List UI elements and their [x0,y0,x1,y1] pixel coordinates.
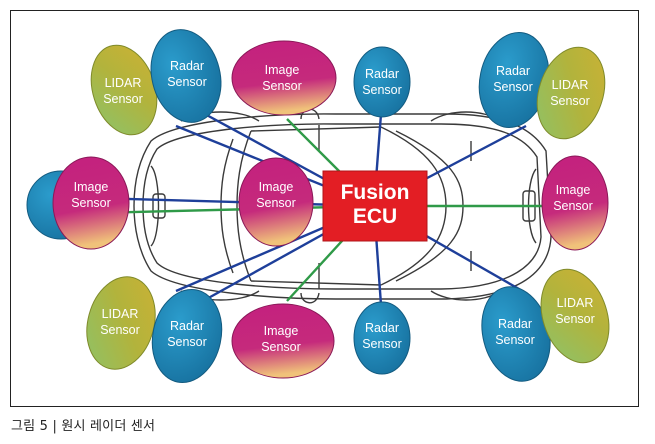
sensor-label-line1: LIDAR [552,78,589,92]
radar-sensor-top-center: Radar Sensor [353,46,411,118]
sensor-label-line2: Sensor [261,340,301,354]
sensor-label-line1: Image [556,183,591,197]
image-sensor-top: Image Sensor [231,40,337,116]
image-sensor-right: Image Sensor [541,155,609,251]
sensor-label-line1: LIDAR [557,296,594,310]
figure-caption: 그림 5 | 원시 레이더 센서 [11,419,156,434]
sensor-label-line1: Image [259,180,294,194]
sensor-label-line2: Sensor [555,312,595,326]
sensor-label-line2: Sensor [100,323,140,337]
sensor-label-line1: Image [265,63,300,77]
radar-sensor-bottom-center: Radar Sensor [353,301,411,375]
sensor-label-line2: Sensor [553,199,593,213]
sensor-label-line1: LIDAR [102,307,139,321]
lidar-sensor-bottom-left: LIDAR Sensor [86,276,156,370]
sensor-label-line2: Sensor [550,94,590,108]
sensor-label-line1: Radar [496,64,530,78]
sensor-label-line2: Sensor [495,333,535,347]
fusion-ecu-label-line1: Fusion [341,181,410,204]
sensor-label-line1: Radar [365,67,399,81]
radar-sensor-bottom-right: Radar Sensor [481,286,551,382]
sensor-label-line1: LIDAR [105,76,142,90]
sensor-label-line1: Radar [170,59,204,73]
radar-sensor-top-left: Radar Sensor [150,29,222,123]
sensor-label-line2: Sensor [262,79,302,93]
diagram-frame: LIDAR Sensor Radar Sensor Image Sensor R… [10,10,639,407]
sensor-label-line1: Radar [365,321,399,335]
sensor-label-line2: Sensor [493,80,533,94]
image-sensor-left: Image Sensor [26,156,130,250]
radar-sensor-bottom-left: Radar Sensor [151,288,223,384]
fusion-ecu: Fusion ECU [322,170,428,242]
sensor-label-line2: Sensor [103,92,143,106]
image-sensor-center: Image Sensor [238,157,314,247]
sensor-label-line2: Sensor [167,335,207,349]
sensor-label-line2: Sensor [71,196,111,210]
sensor-label-line2: Sensor [362,337,402,351]
sensor-label-line2: Sensor [256,196,296,210]
sensor-label-line2: Sensor [362,83,402,97]
sensor-label-line2: Sensor [167,75,207,89]
fusion-ecu-label-line2: ECU [353,205,397,228]
sensor-label-line1: Radar [170,319,204,333]
sensor-label-line1: Image [264,324,299,338]
lidar-sensor-bottom-right: LIDAR Sensor [540,268,610,364]
sensor-label-line1: Image [74,180,109,194]
sensor-label-line1: Radar [498,317,532,331]
image-sensor-bottom: Image Sensor [231,303,335,379]
lidar-sensor-top-right: LIDAR Sensor [536,46,606,140]
sensor-fusion-diagram: LIDAR Sensor Radar Sensor Image Sensor R… [26,29,610,384]
